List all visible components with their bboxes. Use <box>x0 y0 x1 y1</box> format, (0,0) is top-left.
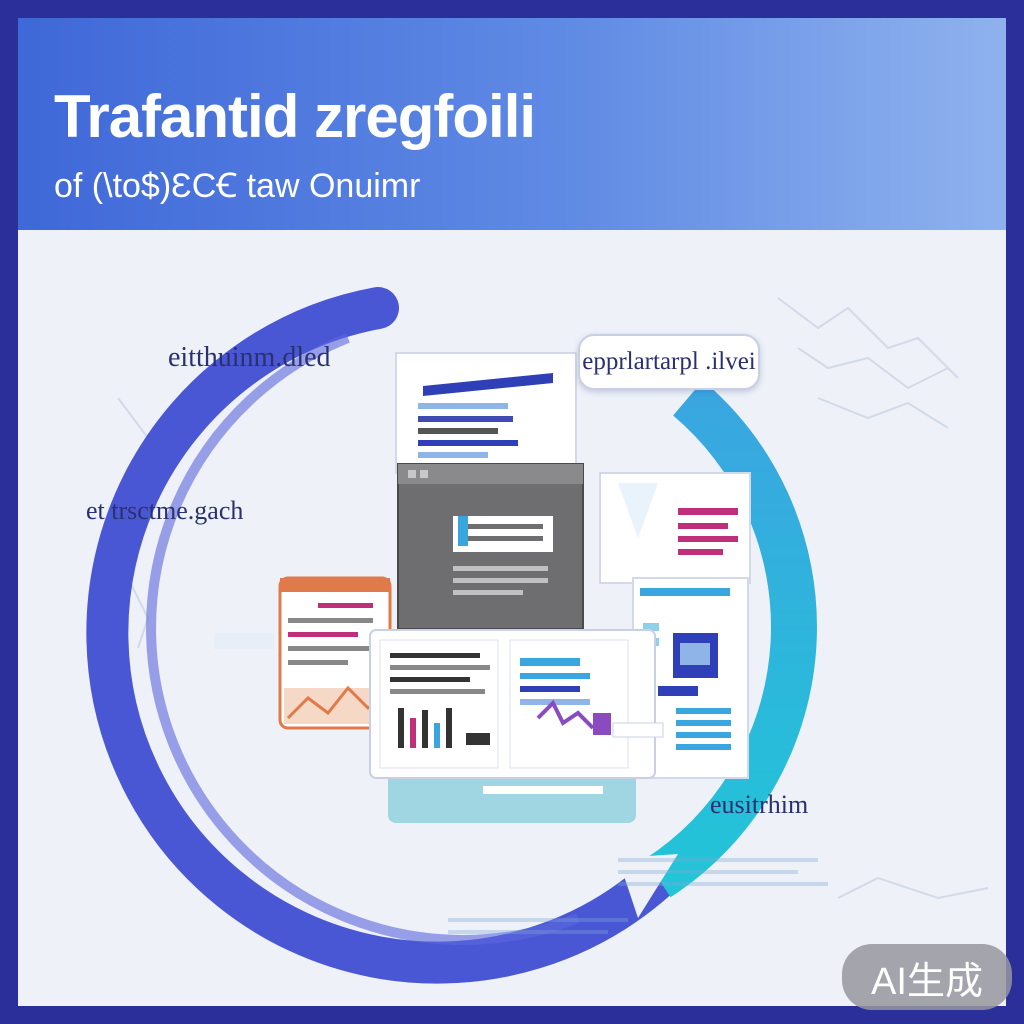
illustration <box>86 287 989 984</box>
ring-arrowhead <box>618 854 678 918</box>
infographic-frame: Trafantid zregfoili of (\to$)ƐCꞒ taw Onu… <box>18 18 1006 1006</box>
label-lower-right: eusitrhim <box>710 790 809 819</box>
document-right-top <box>599 472 751 584</box>
callout-bubble: epprlartarpl .ilvei <box>578 334 760 390</box>
document-top <box>395 352 577 474</box>
window-center <box>397 463 584 630</box>
page-title: Trafantid zregfoili <box>54 83 536 150</box>
page-subtitle: of (\to$)ƐCꞒ taw Onuimr <box>54 167 421 205</box>
background-data-lines <box>448 858 828 934</box>
callout-text: epprlartarpl .ilvei <box>582 348 756 375</box>
label-mid-left: et trsctme.gach <box>86 496 244 525</box>
ai-badge-text: AI生成 <box>871 960 983 1003</box>
document-left-orange <box>214 576 392 730</box>
cycle-ring <box>86 287 817 984</box>
ring-inner-blue <box>146 333 580 945</box>
laptop-bottom <box>369 629 664 823</box>
ring-blue-arc <box>86 287 679 984</box>
label-upper-left: eitthuinm.dled <box>168 342 331 373</box>
header-banner: Trafantid zregfoili of (\to$)ƐCꞒ taw Onu… <box>18 18 1006 230</box>
ring-teal-arc <box>645 380 817 898</box>
ai-generated-badge: AI生成 <box>842 944 1012 1010</box>
